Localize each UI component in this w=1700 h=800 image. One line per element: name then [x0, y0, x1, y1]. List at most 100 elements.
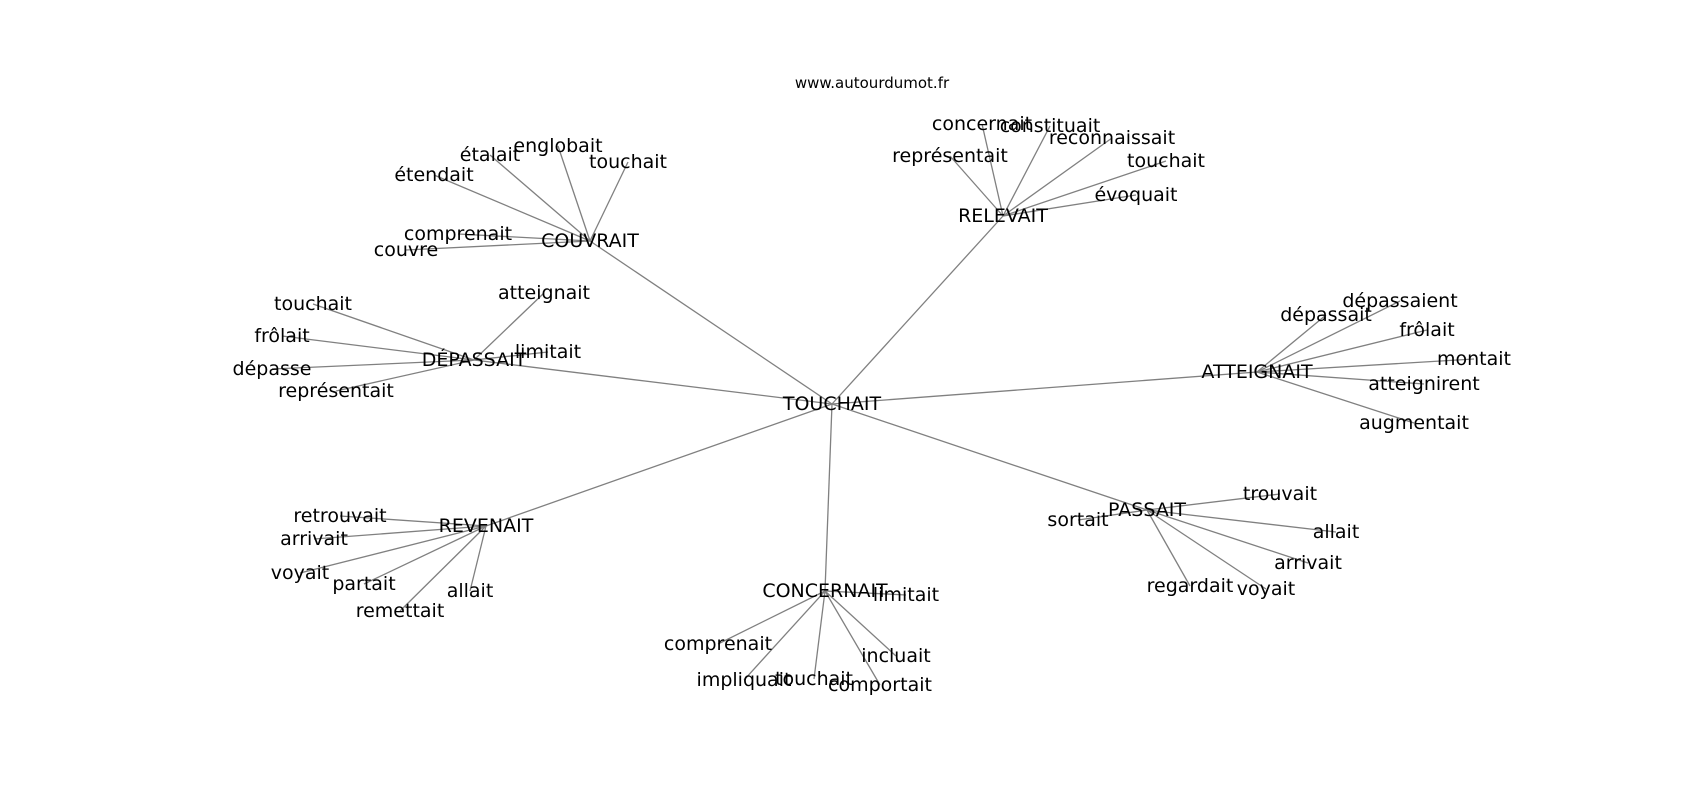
edge-hub-to-leaf: [824, 590, 907, 596]
hub-node-label: COUVRAIT: [541, 230, 639, 252]
leaf-node-label: arrivait: [1274, 552, 1342, 574]
edge-hub-to-leaf: [1002, 160, 1167, 217]
edge-hub-to-leaf: [1256, 329, 1428, 373]
edge-root-to-hub: [485, 403, 833, 527]
edge-hub-to-leaf: [981, 123, 1004, 217]
leaf-node-label: montait: [1437, 348, 1511, 370]
edge-hub-to-leaf: [717, 590, 826, 645]
edge-hub-to-leaf: [1146, 509, 1191, 587]
edges-layer: [271, 123, 1475, 686]
leaf-node-label: touchait: [274, 293, 352, 315]
leaf-node-label: englobait: [513, 135, 602, 157]
edge-hub-to-leaf: [473, 292, 545, 361]
leaf-node-label: concernait: [932, 113, 1032, 135]
edge-hub-to-leaf: [469, 525, 487, 592]
edge-hub-to-leaf: [299, 525, 487, 574]
leaf-node-label: étendait: [394, 164, 473, 186]
hub-node-label: ATTEIGNAIT: [1201, 361, 1313, 383]
leaf-node-label: étalait: [460, 144, 520, 166]
leaf-node-label: limitait: [873, 584, 939, 606]
edge-hub-to-leaf: [1256, 300, 1401, 373]
edge-hub-to-leaf: [473, 351, 549, 361]
leaf-node-label: dépassait: [1280, 304, 1372, 326]
leaf-node-label: augmentait: [1359, 412, 1469, 434]
leaf-node-label: touchait: [775, 668, 853, 690]
edge-hub-to-leaf: [271, 359, 475, 370]
edge-hub-to-leaf: [313, 525, 487, 540]
edge-hub-to-leaf: [339, 515, 487, 527]
edge-hub-to-leaf: [824, 590, 897, 657]
leaf-node-label: comportait: [828, 674, 932, 696]
edge-hub-to-leaf: [399, 525, 487, 612]
edge-hub-to-leaf: [589, 161, 629, 242]
leaf-node-label: représentait: [892, 145, 1008, 167]
edge-hub-to-leaf: [1256, 371, 1425, 385]
leaf-node-label: frôlait: [1399, 319, 1454, 341]
leaf-node-label: touchait: [1127, 150, 1205, 172]
leaf-node-label: allait: [1313, 521, 1360, 543]
leaf-node-label: représentait: [278, 380, 394, 402]
edge-hub-to-leaf: [813, 590, 826, 680]
hub-node-label: DÉPASSAIT: [422, 348, 527, 371]
leaf-node-label: remettait: [356, 600, 445, 622]
leaf-node-label: arrivait: [280, 528, 348, 550]
edge-root-to-hub: [589, 240, 833, 405]
leaf-node-label: touchait: [589, 151, 667, 173]
leaf-node-label: frôlait: [254, 325, 309, 347]
labels-layer: TOUCHAITétalaitenglobaittouchaitétendait…: [233, 113, 1511, 696]
leaf-node-label: regardait: [1147, 575, 1234, 597]
edge-hub-to-leaf: [489, 154, 591, 242]
edge-hub-to-leaf: [363, 525, 487, 585]
leaf-node-label: évoquait: [1094, 184, 1177, 206]
edge-hub-to-leaf: [1146, 509, 1309, 564]
hub-node-label: PASSAIT: [1108, 499, 1186, 521]
leaf-node-label: atteignirent: [1368, 373, 1479, 395]
hub-node-label: REVENAIT: [439, 515, 534, 537]
leaf-node-label: dépassaient: [1342, 290, 1457, 312]
leaf-node-label: impliquait: [697, 669, 792, 691]
leaf-node-label: partait: [332, 573, 395, 595]
edge-root-to-hub: [831, 403, 1148, 511]
edge-hub-to-leaf: [1077, 509, 1148, 521]
edge-root-to-hub: [831, 215, 1004, 405]
leaf-node-label: dépasse: [233, 358, 312, 380]
leaf-node-label: incluait: [861, 645, 930, 667]
leaf-node-label: comprenait: [404, 223, 512, 245]
leaf-node-label: constituait: [1000, 115, 1101, 137]
edge-hub-to-leaf: [1256, 371, 1415, 424]
leaf-node-label: voyait: [271, 562, 329, 584]
edge-hub-to-leaf: [433, 174, 591, 242]
edge-hub-to-leaf: [1002, 137, 1113, 217]
edge-hub-to-leaf: [949, 155, 1004, 217]
leaf-node-label: comprenait: [664, 633, 772, 655]
leaf-node-label: trouvait: [1243, 483, 1317, 505]
edge-hub-to-leaf: [557, 145, 591, 242]
edge-hub-to-leaf: [1146, 493, 1281, 511]
edge-hub-to-leaf: [312, 303, 475, 361]
edge-hub-to-leaf: [1146, 509, 1337, 533]
leaf-node-label: voyait: [1237, 578, 1295, 600]
leaf-node-label: reconnaissait: [1049, 127, 1175, 149]
edge-hub-to-leaf: [281, 335, 475, 361]
leaf-node-label: allait: [447, 580, 494, 602]
edge-hub-to-leaf: [335, 359, 475, 392]
edge-hub-to-leaf: [1256, 358, 1475, 373]
edge-hub-to-leaf: [457, 233, 591, 242]
edge-hub-to-leaf: [1002, 194, 1137, 217]
edge-hub-to-leaf: [1002, 125, 1051, 217]
edge-root-to-hub: [831, 371, 1258, 405]
leaf-node-label: atteignait: [498, 282, 590, 304]
leaf-node-label: sortait: [1047, 509, 1108, 531]
edge-hub-to-leaf: [1256, 314, 1327, 373]
hub-node-label: CONCERNAIT: [762, 580, 888, 602]
edge-root-to-hub: [824, 403, 833, 592]
leaf-node-label: couvre: [374, 239, 438, 261]
edge-hub-to-leaf: [405, 240, 591, 251]
leaf-node-label: retrouvait: [293, 505, 386, 527]
root-node-label: TOUCHAIT: [782, 393, 882, 415]
edge-hub-to-leaf: [743, 590, 826, 681]
credit-text: www.autourdumot.fr: [795, 74, 950, 92]
leaf-node-label: limitait: [515, 341, 581, 363]
